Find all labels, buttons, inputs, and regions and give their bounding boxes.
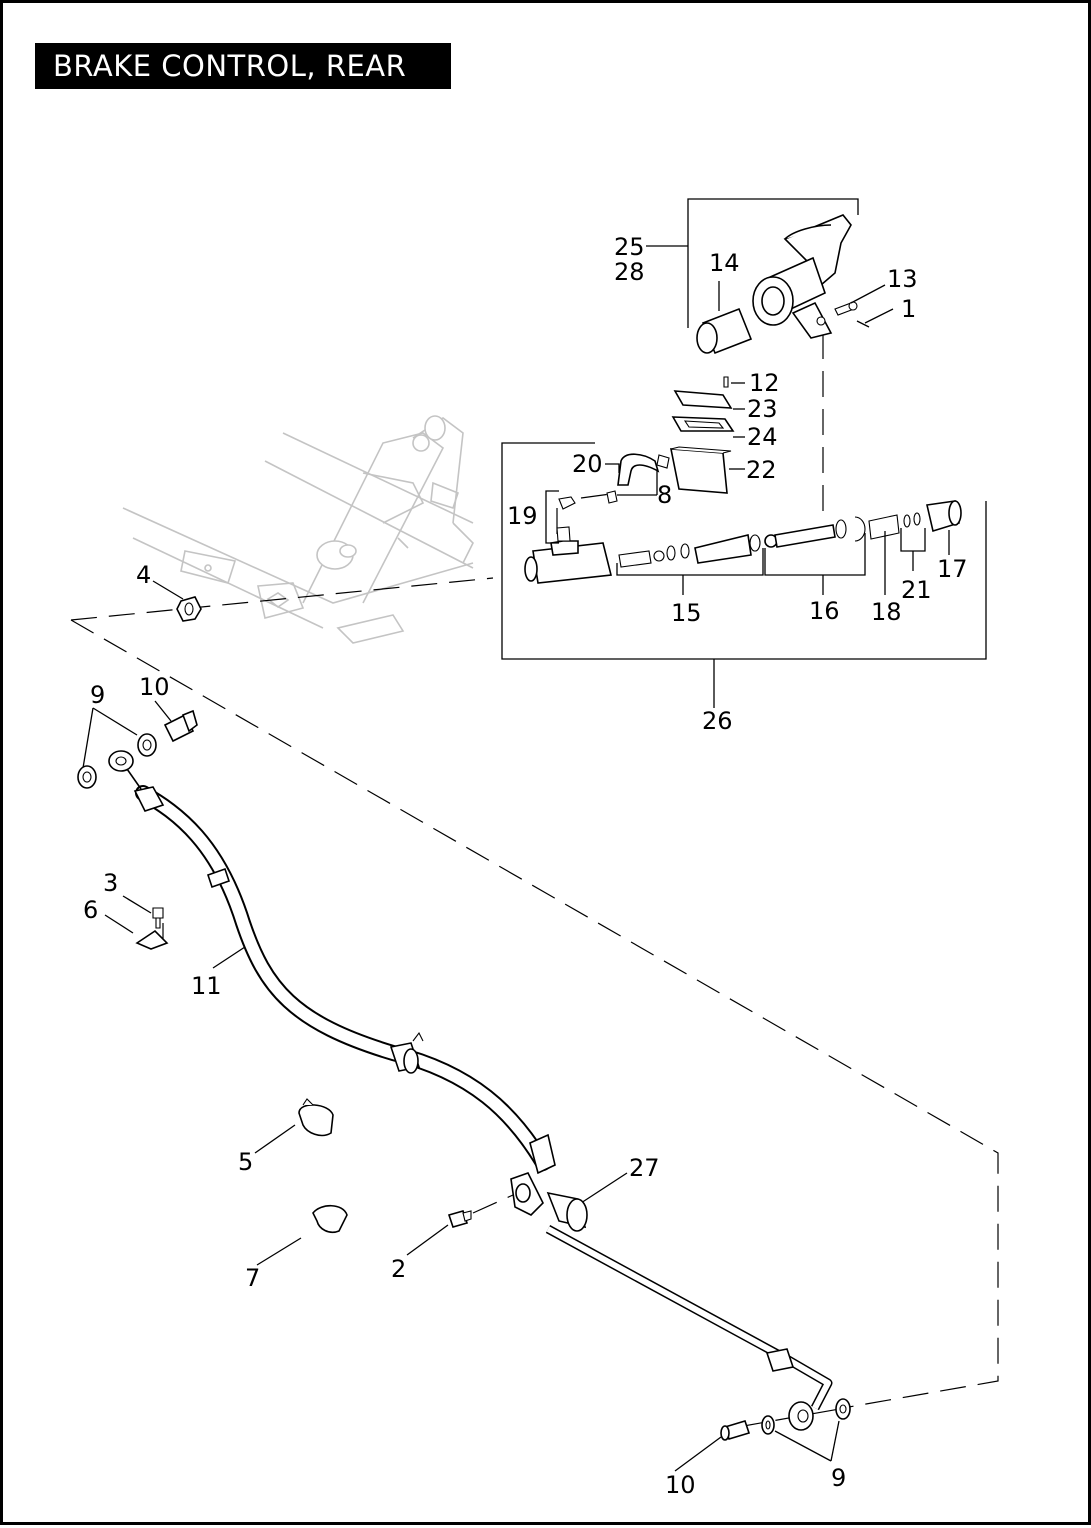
reservoir-stack — [606, 376, 735, 504]
callout-14: 14 — [709, 249, 740, 277]
assembly-leader-lines — [70, 333, 999, 1428]
callout-2: 2 — [391, 1255, 406, 1283]
master-cylinder-box — [501, 442, 987, 708]
callout-27: 27 — [629, 1154, 660, 1182]
callout-26: 26 — [702, 707, 733, 735]
callout-10: 10 — [139, 673, 170, 701]
callout-11: 11 — [191, 972, 222, 1000]
frame-outline — [122, 415, 474, 644]
callout-24: 24 — [747, 423, 778, 451]
callout-8: 8 — [657, 481, 672, 509]
brake-hose — [108, 750, 556, 1175]
callout-21: 21 — [901, 576, 932, 604]
callout-15: 15 — [671, 599, 702, 627]
page-title: BRAKE CONTROL, REAR — [35, 43, 451, 89]
callout-9-lower: 9 — [831, 1464, 846, 1492]
callout-28: 28 — [614, 258, 645, 286]
exploded-parts-diagram: 1 2 3 6 4 5 7 8 9 9 10 10 11 12 13 14 15… — [70, 198, 999, 1499]
callout-20: 20 — [572, 450, 603, 478]
callout-4: 4 — [136, 561, 151, 589]
brake-pedal-assembly — [687, 198, 870, 355]
fasteners — [77, 596, 851, 1441]
callout-labels: 1 2 3 6 4 5 7 8 9 9 10 10 11 12 13 14 15… — [83, 233, 968, 1499]
callout-7: 7 — [245, 1264, 260, 1292]
callout-16: 16 — [809, 597, 840, 625]
callout-9: 9 — [90, 681, 105, 709]
callout-5: 5 — [238, 1148, 253, 1176]
callout-10-lower: 10 — [665, 1471, 696, 1499]
callout-12: 12 — [749, 369, 780, 397]
brake-line — [510, 1172, 833, 1431]
callout-13: 13 — [887, 265, 918, 293]
callout-17: 17 — [937, 555, 968, 583]
callout-3: 3 — [103, 869, 118, 897]
callout-25: 25 — [614, 233, 645, 261]
callout-22: 22 — [746, 456, 777, 484]
callout-19: 19 — [507, 502, 538, 530]
callout-6: 6 — [83, 896, 98, 924]
callout-1: 1 — [901, 295, 916, 323]
callout-18: 18 — [871, 598, 902, 626]
callout-leaders — [82, 245, 950, 1472]
callout-23: 23 — [747, 395, 778, 423]
